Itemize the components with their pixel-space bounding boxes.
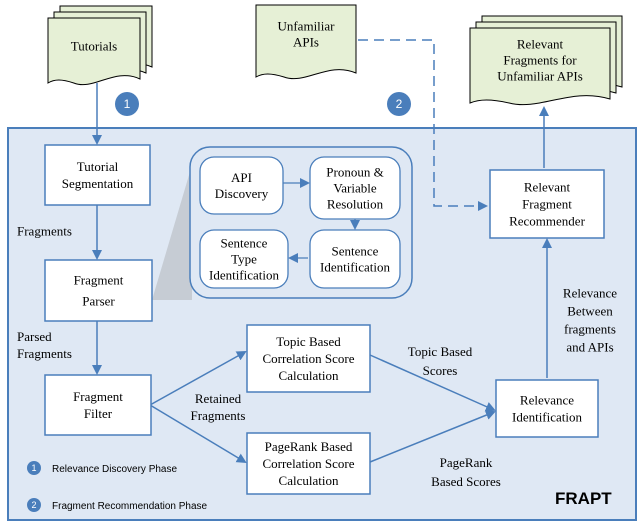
pronoun-variable-resolution-box-label-line-1: Pronoun &: [326, 165, 383, 180]
svg-text:2: 2: [31, 500, 36, 510]
pagerank-correlation-score-box-label-line-3: Calculation: [279, 473, 339, 488]
tutorial-segmentation-box-label-line-2: Segmentation: [62, 176, 134, 191]
tutorial-segmentation-box-label-line-1: Tutorial: [77, 159, 119, 174]
relevance-identification-box-label-line-1: Relevance: [520, 393, 574, 408]
label-topic-based-scores-line-2: Scores: [423, 363, 458, 378]
fragment-parser-box-label-line-2: Parser: [82, 294, 115, 309]
edge-labels: FragmentsParsedFragmentsRetainedFragment…: [17, 224, 617, 490]
arrow-topic-to-relevance: [369, 354, 496, 412]
arrow-filter-to-pagerank: [149, 404, 247, 464]
connectors: [92, 39, 552, 464]
system-name: FRAPT: [555, 489, 612, 508]
sentence-identification-box-label-line-1: Sentence: [332, 244, 379, 259]
relevant-fragments-label-line-2: Fragments for: [503, 53, 577, 68]
subprocess-arrows: [283, 178, 360, 263]
fragment-parser-box-label-line-1: Fragment: [74, 273, 124, 288]
arrow-pagerank-to-relevance: [369, 410, 496, 463]
topic-correlation-score-box-label-line-2: Correlation Score: [262, 351, 354, 366]
relevant-fragments-label-line-3: Unfamiliar APIs: [497, 69, 583, 84]
label-retained-fragments-line-1: Retained: [195, 391, 242, 406]
unfamiliar-apis-label-line-1: Unfamiliar: [277, 19, 335, 34]
unfamiliar-apis-label-line-2: APIs: [293, 35, 319, 50]
relevant-fragment-recommender-box-label-line-2: Fragment: [522, 197, 572, 212]
svg-text:Fragment Recommendation Phase: Fragment Recommendation Phase: [52, 501, 208, 512]
relevant-fragment-recommender-box-label-line-3: Recommender: [509, 214, 585, 229]
relevance-identification-box-label-line-2: Identification: [512, 410, 583, 425]
relevant-fragment-recommender-box-label-line-1: Relevant: [524, 180, 571, 195]
label-relevance-between-line-1: Relevance: [563, 286, 617, 301]
pronoun-variable-resolution-box-label-line-2: Variable: [333, 181, 377, 196]
legend-item-relevance-discovery: 1 Relevance Discovery Phase: [27, 461, 177, 475]
parser-detail-wedge: [152, 165, 192, 300]
label-topic-based-scores-line-1: Topic Based: [408, 344, 473, 359]
api-discovery-box-label-line-1: API: [231, 170, 252, 185]
process-nodes: TutorialSegmentationFragmentParserFragme…: [44, 144, 605, 495]
legend-item-fragment-recommendation: 2 Fragment Recommendation Phase: [27, 498, 208, 512]
fragment-filter-box-label-line-2: Filter: [84, 406, 113, 421]
label-parsed-fragments-line-2: Fragments: [17, 346, 72, 361]
pagerank-correlation-score-box-label-line-1: PageRank Based: [265, 439, 353, 454]
label-retained-fragments-line-2: Fragments: [191, 408, 246, 423]
svg-text:1: 1: [124, 97, 131, 111]
sentence-type-identification-box-label-line-3: Identification: [209, 268, 280, 283]
svg-text:Relevance Discovery Phase: Relevance Discovery Phase: [52, 464, 177, 475]
sentence-type-identification-box-label-line-2: Type: [231, 252, 257, 267]
tutorials-label-line-1: Tutorials: [71, 39, 117, 54]
topic-correlation-score-box-label-line-1: Topic Based: [276, 334, 341, 349]
fragment-filter-box-label-line-1: Fragment: [73, 389, 123, 404]
label-pagerank-based-scores-line-2: Based Scores: [431, 474, 501, 489]
api-discovery-box-label-line-2: Discovery: [215, 186, 269, 201]
tutorials-document: Tutorials: [47, 5, 153, 86]
svg-text:1: 1: [31, 463, 36, 473]
svg-text:2: 2: [396, 97, 403, 111]
sentence-type-identification-box-label-line-1: Sentence: [221, 236, 268, 251]
label-fragments: Fragments: [17, 224, 72, 239]
relevant-fragments-label-line-1: Relevant: [517, 37, 564, 52]
pagerank-correlation-score-box-label-line-2: Correlation Score: [262, 456, 354, 471]
phase-marker-2: 2: [387, 92, 411, 116]
label-relevance-between-line-3: fragments: [564, 322, 616, 337]
arrow-apis-to-recommender: [358, 39, 488, 211]
pronoun-variable-resolution-box-label-line-3: Resolution: [327, 197, 384, 212]
legend: 1 Relevance Discovery Phase 2 Fragment R…: [27, 461, 208, 512]
label-pagerank-based-scores-line-1: PageRank: [440, 455, 493, 470]
label-relevance-between-line-4: and APIs: [566, 340, 613, 355]
topic-correlation-score-box-label-line-3: Calculation: [279, 368, 339, 383]
label-parsed-fragments-line-1: Parsed: [17, 329, 52, 344]
phase-marker-1: 1: [115, 92, 139, 116]
sentence-identification-box-label-line-2: Identification: [320, 260, 391, 275]
label-fragments-line-1: Fragments: [17, 224, 72, 239]
label-relevance-between-line-2: Between: [567, 304, 613, 319]
arrow-filter-to-topic: [149, 351, 247, 406]
